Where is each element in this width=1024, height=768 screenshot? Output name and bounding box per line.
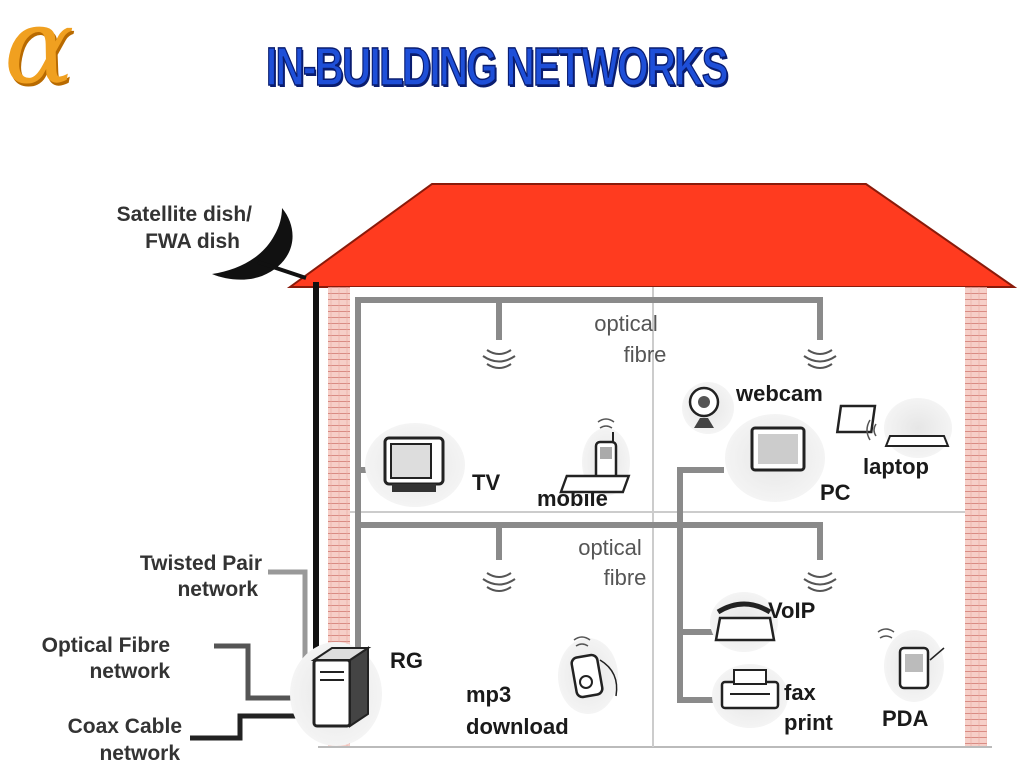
mp3-player-icon [558, 636, 618, 714]
satellite-dish-icon [212, 208, 307, 280]
fax-printer-icon [712, 664, 788, 728]
optical-fibre-label-mid: optical [578, 535, 642, 560]
satellite-label-2: FWA dish [145, 230, 240, 253]
optical-fibre-network-label-2: network [89, 660, 170, 683]
pda-icon [877, 628, 945, 702]
pc-label: PC [820, 480, 851, 505]
fax-label-2: print [784, 710, 834, 735]
roof [286, 183, 1018, 288]
pc-icon [559, 414, 825, 502]
rg-label: RG [390, 648, 423, 673]
rg-gateway-icon [290, 642, 382, 746]
webcam-icon [682, 382, 734, 434]
right-wall [965, 287, 987, 747]
laptop-icon [835, 398, 952, 458]
tv-label: TV [472, 470, 500, 495]
mp3-label-2: download [466, 714, 569, 739]
coax-cable-label-2: network [99, 742, 180, 765]
webcam-label: webcam [735, 381, 823, 406]
satellite-label: Satellite dish/ [117, 203, 253, 226]
laptop-label: laptop [863, 454, 929, 479]
twisted-pair-label-2: network [177, 578, 258, 601]
external-network-lines [190, 569, 308, 741]
coax-cable-label: Coax Cable [68, 715, 182, 738]
tv-icon [365, 423, 465, 507]
left-wall [328, 287, 350, 747]
optical-fibre-label-mid-2: fibre [604, 565, 647, 590]
wireless-signal-icon [482, 349, 837, 592]
fax-label: fax [784, 680, 817, 705]
optical-fibre-network-label: Optical Fibre [42, 634, 170, 657]
fibre-network-lines [355, 297, 823, 703]
voip-phone-icon [710, 592, 778, 652]
optical-fibre-label-top: optical [594, 311, 658, 336]
mp3-label: mp3 [466, 682, 511, 707]
optical-fibre-label-top-2: fibre [624, 342, 667, 367]
twisted-pair-label: Twisted Pair [140, 552, 262, 575]
alpha-logo: α [4, 0, 75, 107]
pda-label: PDA [882, 706, 929, 731]
voip-label: VoIP [768, 598, 815, 623]
house-interior [350, 287, 965, 747]
